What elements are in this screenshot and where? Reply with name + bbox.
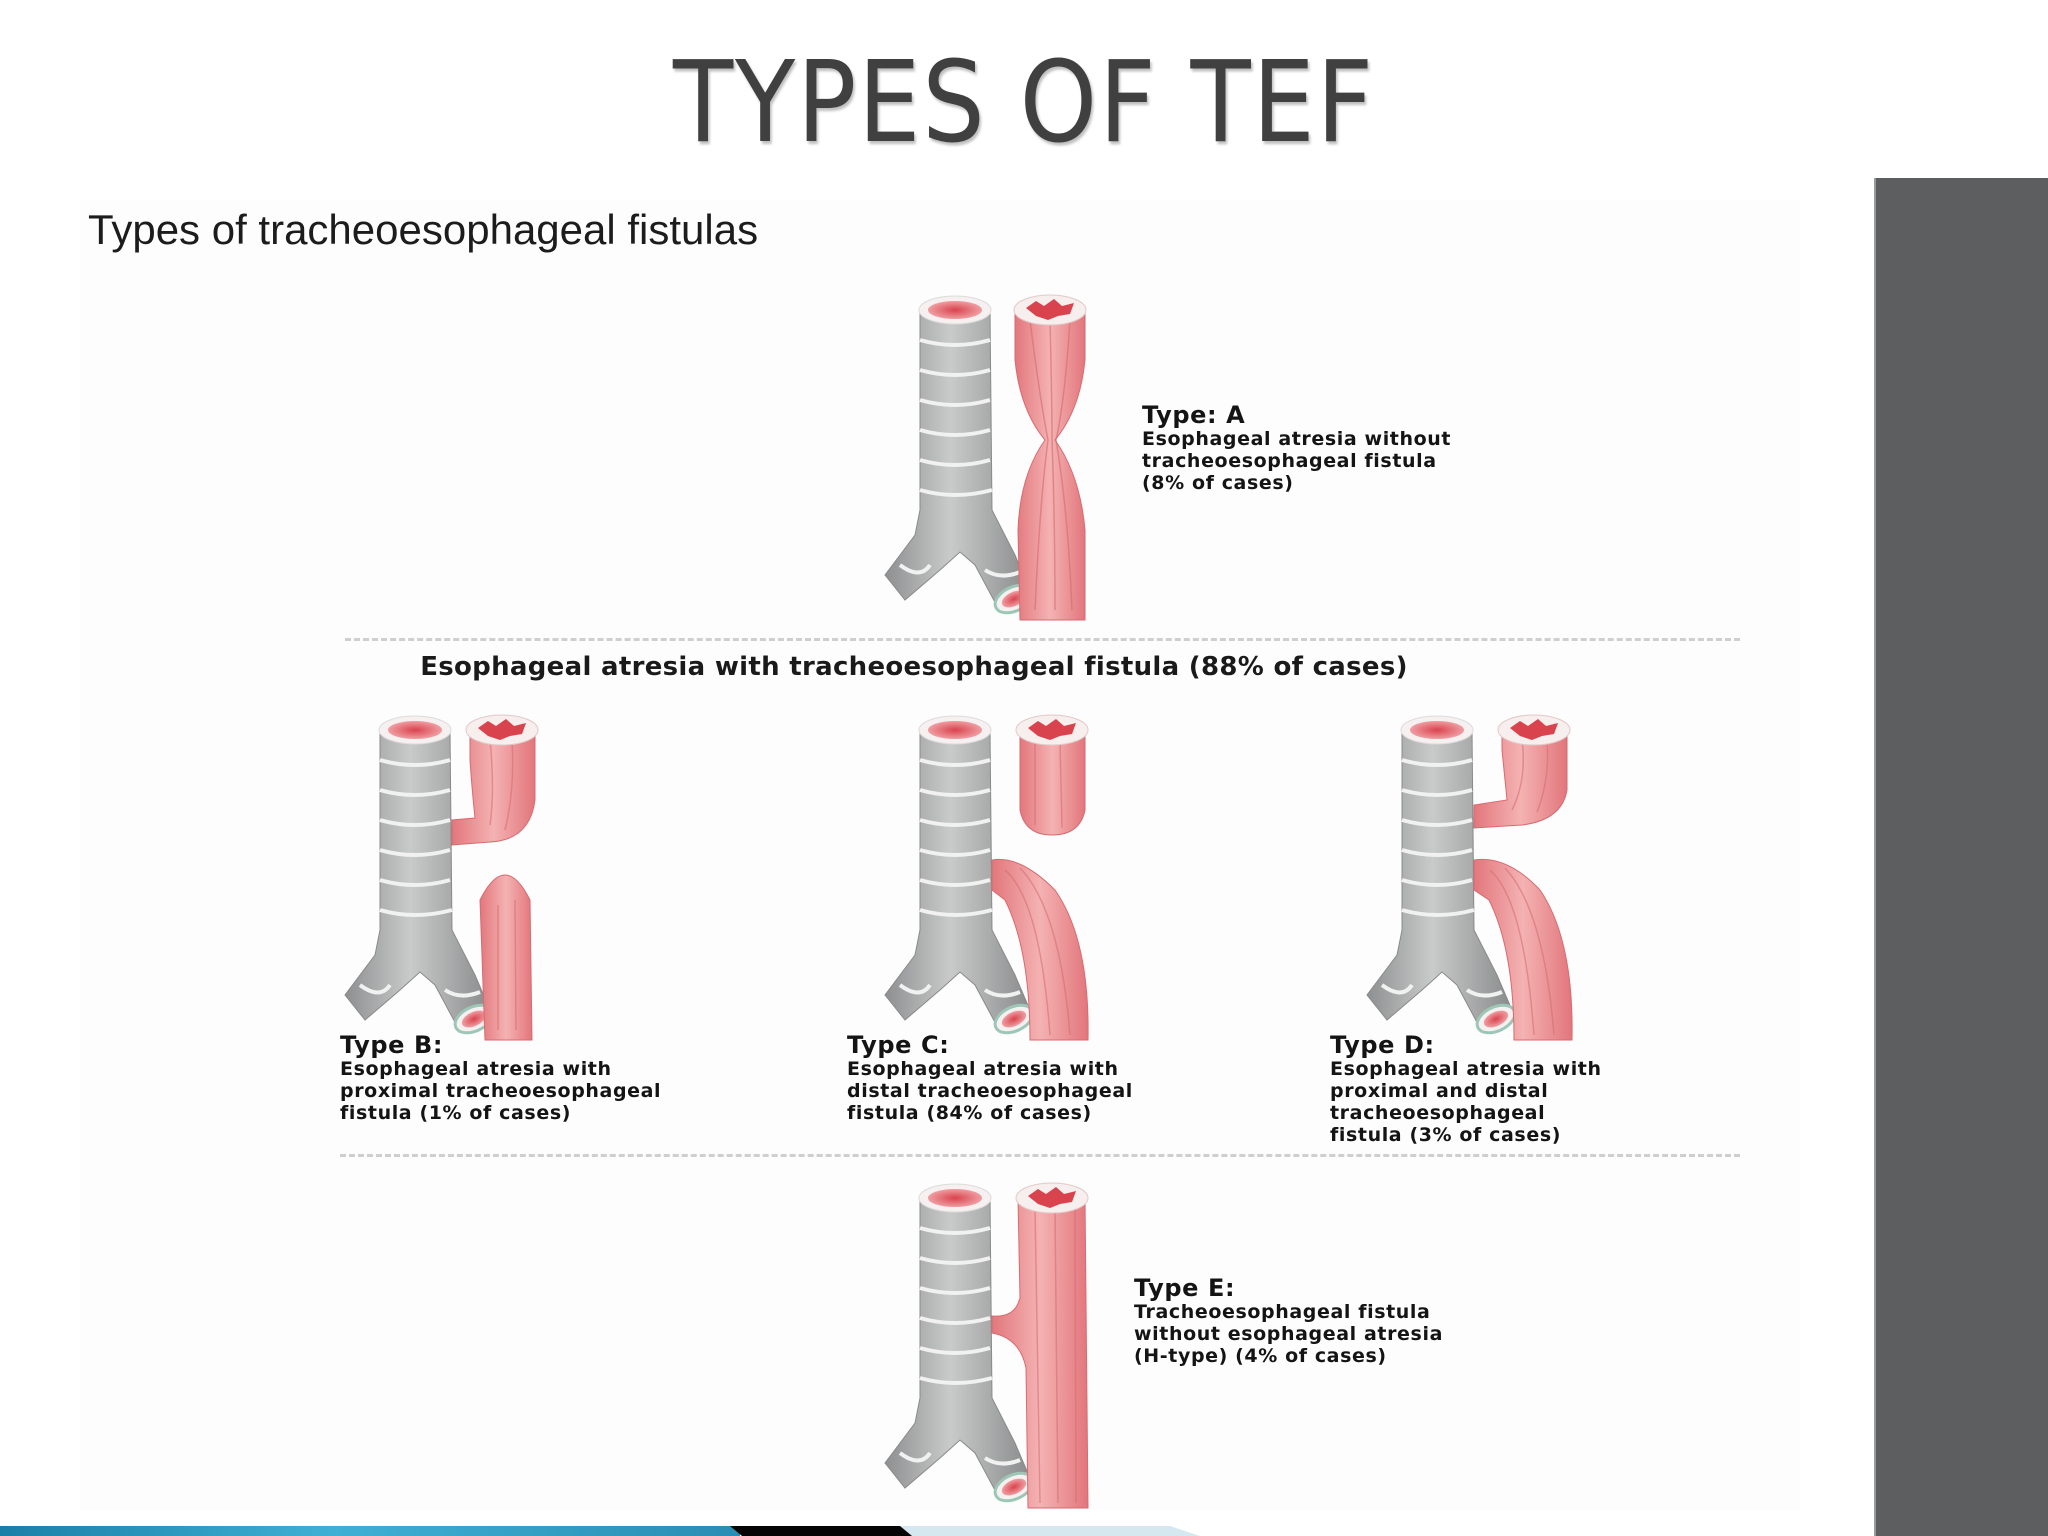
type-e-caption: Type E: Tracheoesophageal fistula withou… [1134,1274,1443,1367]
type-b-label: Type B: [340,1031,444,1059]
tef-types-figure: Types of tracheoesophageal fistulas Type… [80,200,1800,1510]
type-d-caption: Type D: Esophageal atresia with proximal… [1330,1031,1602,1146]
type-c-diagram [883,714,1089,1041]
bottom-bar-blue-segment [0,1526,740,1536]
type-d-diagram [1365,714,1573,1041]
type-d-label: Type D: [1330,1031,1435,1059]
type-c-label: Type C: [847,1031,950,1059]
bottom-bar-black-segment [730,1526,930,1536]
side-panel [1874,178,2048,1536]
type-b-caption: Type B: Esophageal atresia with proximal… [340,1031,662,1124]
type-e-diagram [883,1182,1089,1509]
bottom-decorative-bar [0,1526,2048,1536]
slide-title: TYPES OF TEF [673,38,1375,168]
divider-bottom [340,1154,1740,1157]
type-a-label: Type: A [1142,401,1246,429]
bottom-bar-light-segment [900,1526,1200,1536]
divider-top [345,638,1740,641]
type-a-caption: Type: A Esophageal atresia without trach… [1142,401,1452,494]
group-heading: Esophageal atresia with tracheoesophagea… [420,652,1408,682]
type-c-caption: Type C: Esophageal atresia with distal t… [847,1031,1133,1124]
type-a-diagram [883,294,1087,621]
type-b-diagram [343,714,539,1041]
type-e-label: Type E: [1134,1274,1236,1302]
figure-heading: Types of tracheoesophageal fistulas [88,206,759,253]
